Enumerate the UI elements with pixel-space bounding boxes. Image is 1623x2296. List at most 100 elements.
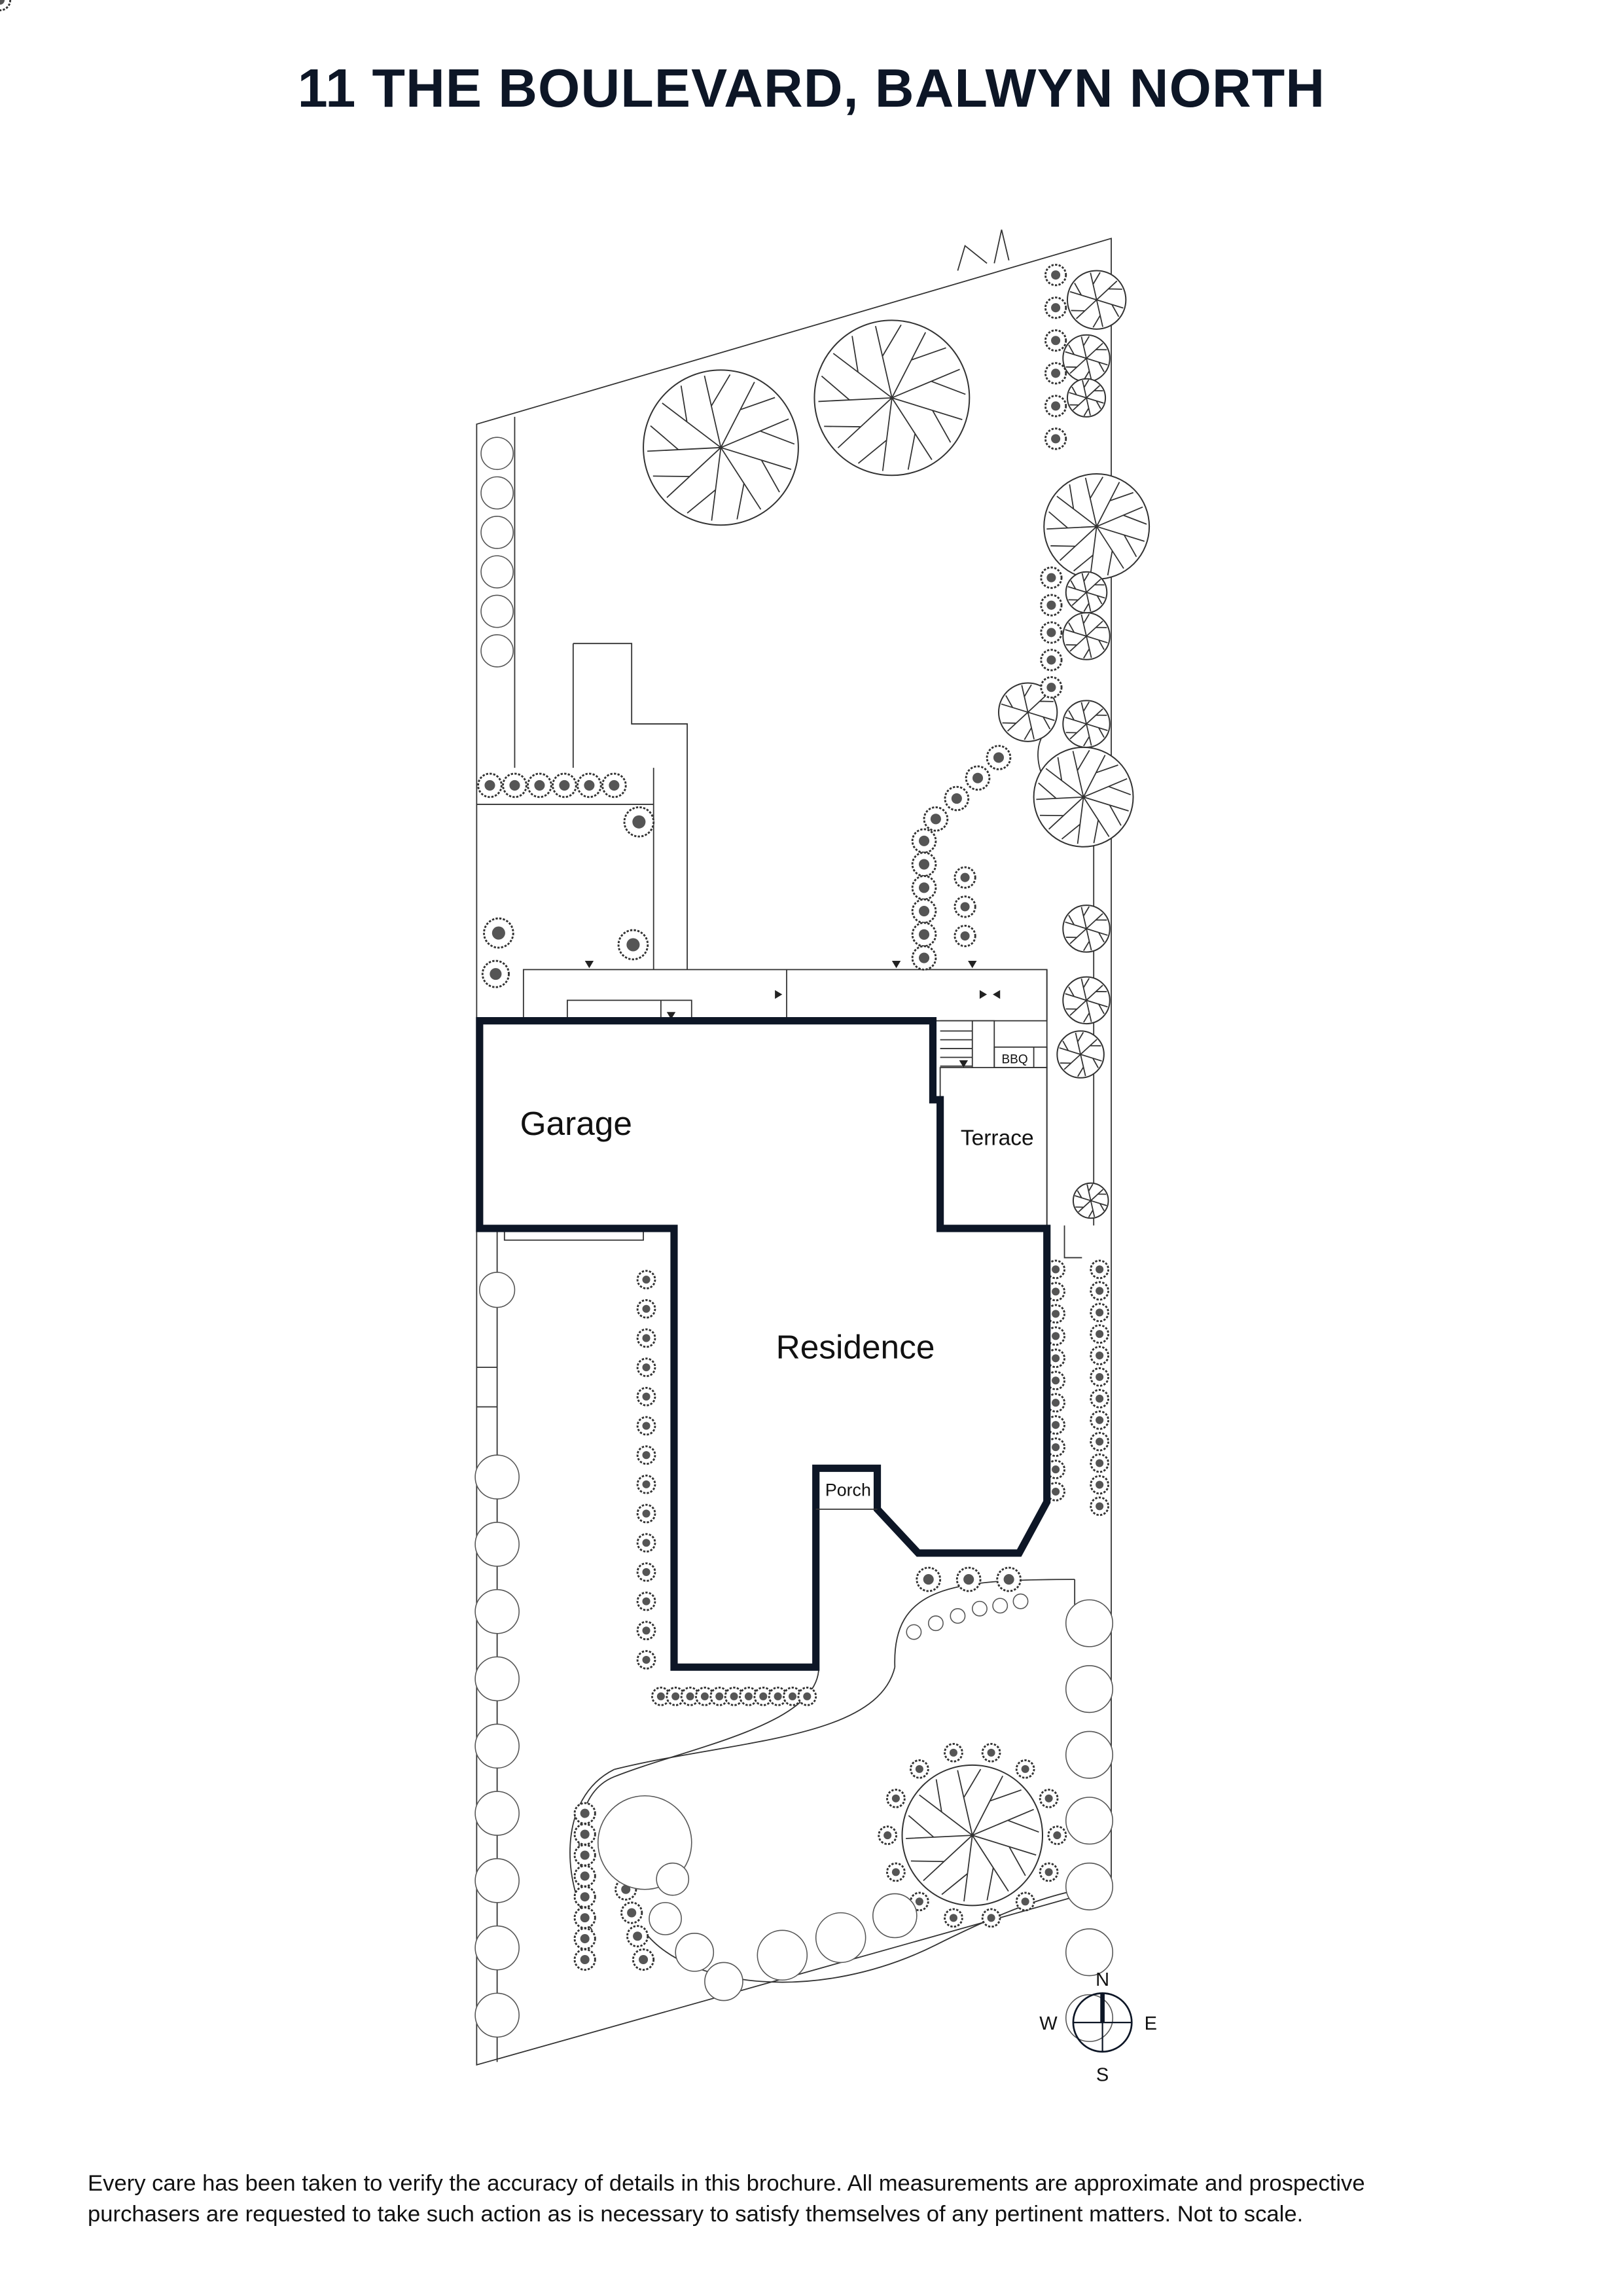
- shrub-icon: [878, 1825, 898, 1845]
- shrub-icon: [954, 866, 976, 889]
- shrub-icon: [1090, 1389, 1110, 1408]
- shrub-icon: [636, 1445, 656, 1465]
- shrub-icon: [1046, 1460, 1065, 1479]
- shrub-icon: [636, 1328, 656, 1348]
- plant-icon: [1012, 1593, 1029, 1609]
- shrub-icon: [636, 1503, 656, 1524]
- building-outline: [476, 1017, 1051, 1671]
- tree-icon: [1072, 1182, 1109, 1219]
- plant-icon: [480, 516, 514, 549]
- shrub-icon: [986, 745, 1012, 770]
- plant-icon: [992, 1598, 1008, 1614]
- stairs: [940, 1020, 995, 1068]
- shrub-icon: [636, 1357, 656, 1377]
- tree-icon: [1062, 334, 1111, 383]
- shrub-icon: [954, 924, 976, 948]
- shrub-icon: [636, 1650, 656, 1670]
- shrub-icon: [1090, 1431, 1110, 1452]
- plant-icon: [480, 555, 514, 589]
- terrace-label: Terrace: [961, 1126, 1034, 1151]
- shrub-icon: [1090, 1324, 1110, 1344]
- deck: [522, 961, 1048, 1068]
- plant-icon: [474, 1925, 520, 1971]
- plant-icon: [1065, 1797, 1114, 1845]
- tree-icon: [901, 1764, 1044, 1907]
- plant-icon: [480, 594, 514, 628]
- shrub-icon: [911, 828, 937, 854]
- shrub-icon: [910, 1759, 929, 1779]
- compass-east: E: [1145, 2013, 1157, 2034]
- shrub-icon: [617, 929, 649, 961]
- shrub-icon: [1090, 1453, 1110, 1473]
- shrub-icon: [981, 1908, 1001, 1928]
- shrub-icon: [1090, 1367, 1110, 1387]
- tree-icon: [643, 369, 799, 526]
- shrub-icon: [1015, 1892, 1035, 1912]
- plant-icon: [474, 1723, 520, 1769]
- shrub-icon: [623, 806, 655, 838]
- plant-icon: [872, 1893, 918, 1939]
- plant-icon: [474, 1522, 520, 1567]
- shrub-icon: [636, 1386, 656, 1407]
- tree-icon: [1056, 1030, 1105, 1079]
- tree-icon: [1062, 700, 1111, 748]
- shrub-icon: [1040, 621, 1063, 644]
- compass-south: S: [1096, 2064, 1109, 2085]
- shrub-icon: [923, 806, 949, 832]
- compass-west: W: [1039, 2013, 1058, 2034]
- shrub-icon: [1090, 1496, 1110, 1516]
- porch-label: Porch: [825, 1480, 871, 1500]
- plant-icon: [480, 437, 514, 471]
- shrub-icon: [911, 898, 937, 924]
- shrub-icon: [1046, 1437, 1065, 1457]
- shrub-icon: [1040, 566, 1063, 589]
- shrub-icon: [954, 895, 976, 918]
- shrub-icon: [577, 772, 602, 798]
- bbq-label: BBQ: [1002, 1052, 1028, 1066]
- plant-icon: [1065, 1928, 1114, 1977]
- shrub-icon: [1015, 1759, 1035, 1779]
- shrub-icon: [636, 1475, 656, 1494]
- shrub-icon: [636, 1416, 656, 1436]
- tree-icon: [1062, 976, 1111, 1025]
- shrub-icon: [695, 1686, 715, 1706]
- plant-icon: [474, 1454, 520, 1499]
- shrub-icon: [886, 1862, 906, 1882]
- shrub-icon: [636, 1270, 656, 1289]
- shrub-icon: [996, 1566, 1022, 1592]
- shrub-icon: [573, 1802, 596, 1825]
- shrub-icon: [911, 852, 937, 877]
- shrub-icon: [636, 1591, 656, 1611]
- shrub-icon: [1044, 264, 1067, 287]
- plant-icon: [757, 1929, 808, 1981]
- plant-icon: [675, 1933, 715, 1972]
- shrub-icon: [1090, 1259, 1110, 1280]
- shrub-icon: [1046, 1304, 1065, 1324]
- shrub-icon: [477, 772, 503, 798]
- plant-icon: [480, 476, 514, 510]
- plant-icon: [474, 1992, 520, 2038]
- shrub-icon: [1090, 1410, 1110, 1430]
- tree-icon: [997, 682, 1058, 742]
- shrub-icon: [944, 785, 970, 812]
- tree-icon: [1066, 378, 1107, 418]
- shrub-icon: [1044, 362, 1067, 385]
- shrub-icon: [636, 1533, 656, 1553]
- shrub-icon: [1039, 1788, 1059, 1808]
- plant-icon: [906, 1624, 922, 1640]
- shrub-icon: [1040, 649, 1063, 672]
- shrub-icon: [1090, 1302, 1110, 1323]
- shrub-icon: [620, 1901, 643, 1924]
- shrub-icon: [1044, 296, 1067, 319]
- plant-icon: [656, 1862, 690, 1896]
- shrub-icon: [527, 772, 552, 798]
- tree-icon: [1065, 571, 1108, 614]
- shrub-icon: [481, 960, 510, 988]
- shrub-icon: [1039, 1862, 1059, 1882]
- shrubs: [0, 0, 1110, 1971]
- page-title: 11 THE BOULEVARD, BALWYN NORTH: [298, 58, 1325, 118]
- plant-icon: [474, 1588, 520, 1634]
- tree-icon: [1062, 612, 1111, 660]
- plant-icon: [1065, 1665, 1114, 1713]
